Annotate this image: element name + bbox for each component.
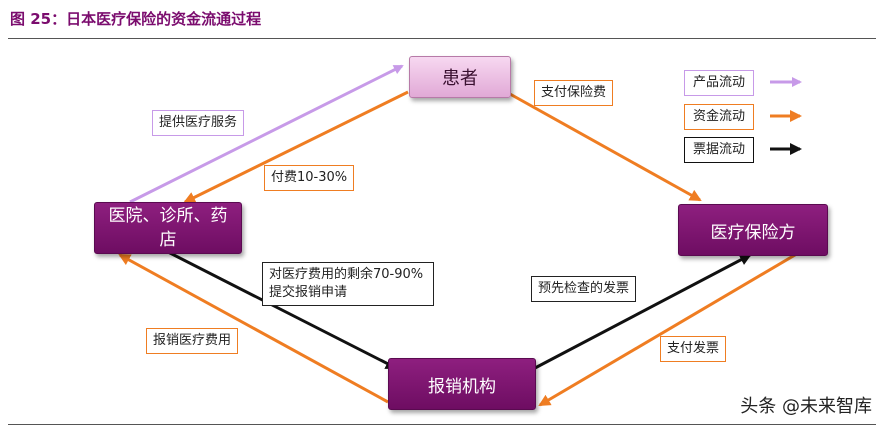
label-reimburse: 报销医疗费用 [146,328,239,354]
legend-document: 票据流动 [684,137,755,163]
label-copay: 付费10-30% [264,165,355,191]
node-insurer: 医疗保险方 [678,204,828,256]
label-pay-invoice: 支付发票 [660,336,727,362]
arrow-copay [183,90,409,204]
arrow-check-invoice [534,253,752,370]
arrow-provide-services [129,64,404,204]
node-hospital: 医院、诊所、药店 [94,202,242,254]
watermark: 头条 @未来智库 [740,396,872,417]
arrow-reimburse [118,253,389,404]
node-agency: 报销机构 [388,358,536,410]
label-provide-services: 提供医疗服务 [152,110,245,136]
top-divider [8,38,876,39]
legend-product: 产品流动 [684,70,755,96]
node-patient: 患者 [409,56,511,98]
bottom-divider [8,424,876,425]
arrow-pay-invoice [538,250,801,407]
legend-money: 资金流动 [684,104,755,130]
label-submit-claim: 对医疗费用的剩余70-90%提交报销申请 [262,262,434,306]
label-check-invoice: 预先检查的发票 [531,276,637,302]
page-title: 图 25：日本医疗保险的资金流通过程 [10,10,262,28]
arrow-pay-premium [509,92,702,202]
label-pay-premium: 支付保险费 [534,80,614,106]
arrow-submit-claim [167,250,398,370]
